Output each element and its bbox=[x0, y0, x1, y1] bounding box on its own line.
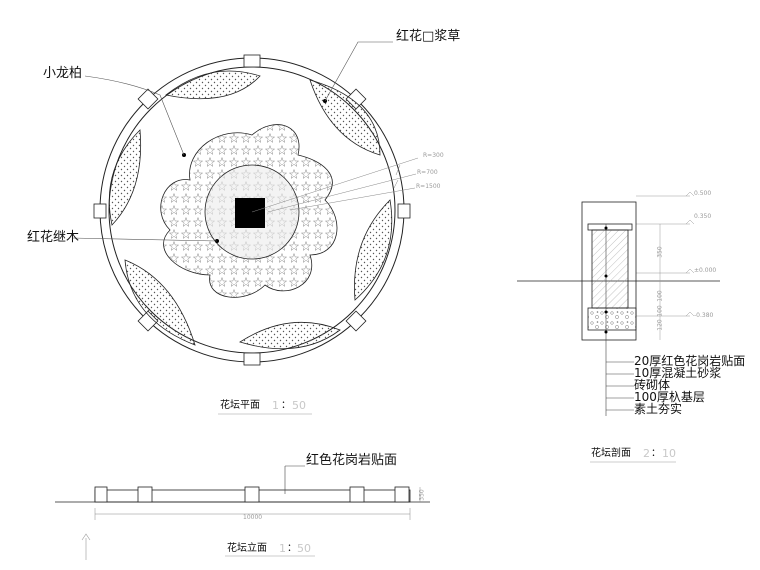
layer-brick: 砖砌体 bbox=[634, 378, 671, 392]
section-dim-350: 350 bbox=[656, 246, 664, 258]
section-view bbox=[517, 191, 720, 416]
section-cap bbox=[587, 223, 633, 231]
section-dim-100b: 100 bbox=[656, 305, 664, 317]
level-0500: 0.500 bbox=[694, 190, 712, 197]
elevation-title-scale: 50 bbox=[297, 542, 311, 555]
plan-title-name: 花坛平面 bbox=[220, 400, 260, 411]
level-neg0380: -0.380 bbox=[694, 312, 714, 319]
section-dim-100a: 100 bbox=[656, 290, 664, 302]
section-title-scale: 10 bbox=[662, 447, 676, 460]
layer-soil: 素土夯实 bbox=[634, 402, 683, 416]
oxalis-beds bbox=[108, 70, 393, 350]
section-title-colon: ： bbox=[651, 448, 661, 459]
level-0000: ±0.000 bbox=[694, 267, 717, 274]
elevation-dim-total: 10000 bbox=[243, 514, 263, 521]
layer-granite: 20厚红色花岗岩贴面 bbox=[634, 354, 746, 368]
elevation-title-num: 1 bbox=[279, 542, 286, 555]
oxalis-bed-top-right bbox=[309, 79, 381, 156]
section-title-num: 2 bbox=[643, 447, 650, 460]
label-elevation-granite: 红色花岗岩贴面 bbox=[306, 453, 398, 468]
plan-view bbox=[71, 41, 419, 366]
layer-mortar: 10厚混凝土砂浆 bbox=[634, 366, 722, 380]
plan-title-scale: 50 bbox=[292, 399, 306, 412]
label-red-oxalis: 红花□浆草 bbox=[396, 29, 461, 44]
radius-dimension-lines bbox=[251, 157, 419, 213]
label-juniper: 小龙柏 bbox=[43, 66, 83, 81]
plan-title-colon: ： bbox=[281, 400, 291, 411]
layer-base: 100厚杁基层 bbox=[634, 390, 705, 404]
oxalis-bed-right bbox=[354, 199, 393, 301]
section-footing bbox=[581, 201, 637, 341]
section-wall bbox=[591, 229, 629, 309]
plan-dim-r1500: R=1500 bbox=[416, 183, 441, 190]
oxalis-bed-top bbox=[165, 70, 261, 100]
elevation-pilasters bbox=[94, 486, 410, 503]
section-base bbox=[587, 307, 637, 331]
elevation-title-colon: ： bbox=[287, 543, 297, 554]
plan-dim-r300: R=300 bbox=[423, 152, 444, 159]
section-dim-120: 120 bbox=[656, 319, 664, 331]
elevation-view bbox=[55, 465, 430, 560]
elevation-dim-height: 350 bbox=[418, 489, 426, 501]
oxalis-bed-bottom-left bbox=[124, 259, 196, 346]
section-title-name: 花坛剖面 bbox=[591, 448, 631, 459]
oxalis-bed-bottom-right bbox=[239, 321, 341, 350]
elevation-title-name: 花坛立面 bbox=[227, 543, 267, 554]
leader-lines bbox=[71, 41, 393, 242]
plan-dim-r700: R=700 bbox=[417, 169, 438, 176]
level-0350: 0.350 bbox=[694, 213, 712, 220]
label-loropetalum: 红花继木 bbox=[27, 230, 80, 245]
oxalis-bed-left bbox=[108, 129, 141, 226]
center-pedestal bbox=[235, 198, 265, 228]
plan-title-num: 1 bbox=[272, 399, 279, 412]
small-mark-icon bbox=[81, 533, 91, 560]
